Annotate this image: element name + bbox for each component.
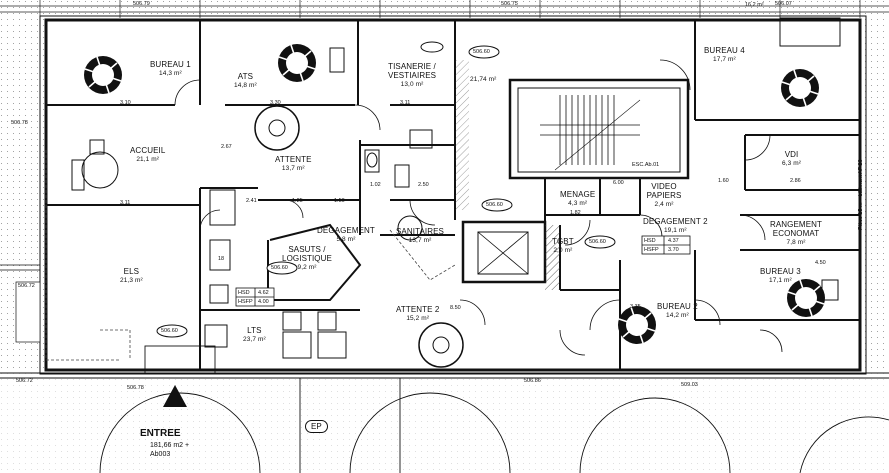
- dimension: 1.02: [370, 182, 381, 188]
- hsd-label: HSD: [644, 238, 656, 244]
- dimension: 3.35: [630, 304, 641, 310]
- room-hall: 21,74 m²: [470, 76, 497, 83]
- room-tag: 506.60: [161, 328, 178, 334]
- room-tag: 506.60: [589, 239, 606, 245]
- elevation-label: 509.03: [681, 382, 698, 388]
- building-interior: [44, 18, 862, 370]
- dimension: 1.25: [292, 198, 303, 204]
- entrance-area: [0, 345, 889, 473]
- dimension: 3.11: [400, 100, 411, 106]
- dimension: 3.30: [270, 100, 281, 106]
- dimension: 2.67: [221, 144, 232, 150]
- shaft-hatch: [545, 225, 560, 290]
- dimension: 3.11: [120, 200, 131, 206]
- entrance-code: Ab003: [150, 451, 171, 458]
- ep-marker: EP: [305, 420, 328, 433]
- dimension: 6.00: [613, 180, 624, 186]
- entrance-arrow-icon: [163, 385, 187, 407]
- side-ticks: [0, 264, 41, 343]
- outer-hatch-band: [39, 15, 867, 375]
- elevation-label: 506.72: [18, 283, 35, 289]
- elevation-label: 506.78: [127, 385, 144, 391]
- dimension: 1.50: [334, 198, 345, 204]
- hsd-tables: [235, 235, 691, 307]
- side-note: Pièce 15 m – bâtiment AF 28: [858, 159, 864, 230]
- hsfp-label: HSFP: [238, 299, 253, 305]
- elevation-label: 506.75: [501, 1, 518, 7]
- dimension: 3.10: [120, 100, 131, 106]
- elevator-cross: [477, 231, 529, 275]
- elevation-label: 506.07: [775, 1, 792, 7]
- duct-hatch: [455, 60, 469, 210]
- hsd-label: HSD: [238, 290, 250, 296]
- hsfp-label: HSFP: [644, 247, 659, 253]
- dimension: 18: [218, 256, 225, 262]
- top-grid: [0, 0, 889, 18]
- elevation-label: 506.72: [16, 378, 33, 384]
- dimension: 2.41: [246, 198, 257, 204]
- stair-treads: [540, 95, 641, 171]
- room-tag: 506.60: [486, 202, 503, 208]
- dimension: 2.86: [790, 178, 801, 184]
- dimension: 8.50: [450, 305, 461, 311]
- dashed-outlines: [45, 150, 456, 361]
- room-tag: 506.60: [473, 49, 490, 55]
- door-swings: [174, 59, 783, 356]
- dimension: 2.50: [418, 182, 429, 188]
- dimension: 4.50: [815, 260, 826, 266]
- area-note: 16,2 m²: [745, 2, 764, 8]
- hsd-value: 4.62: [258, 290, 269, 296]
- entrance-label: ENTREE: [140, 428, 181, 439]
- entrance-area: 181,66 m2 +: [150, 442, 190, 449]
- tag-ovals: [156, 41, 616, 338]
- hsfp-value: 3.70: [668, 247, 679, 253]
- elevation-label: 506.78: [11, 120, 28, 126]
- furniture: [71, 43, 839, 368]
- hsd-value: 4.37: [668, 238, 679, 244]
- dimension: 1.60: [718, 178, 729, 184]
- dimension: 1.82: [570, 210, 581, 216]
- hsfp-value: 4.00: [258, 299, 269, 305]
- elevation-label: 506.86: [524, 378, 541, 384]
- stair-tag: ESC.Ab.01: [632, 162, 660, 168]
- elevation-label: 506.79: [133, 1, 150, 7]
- room-tag: 506.60: [271, 265, 288, 271]
- sanitary-fixtures: [204, 17, 841, 359]
